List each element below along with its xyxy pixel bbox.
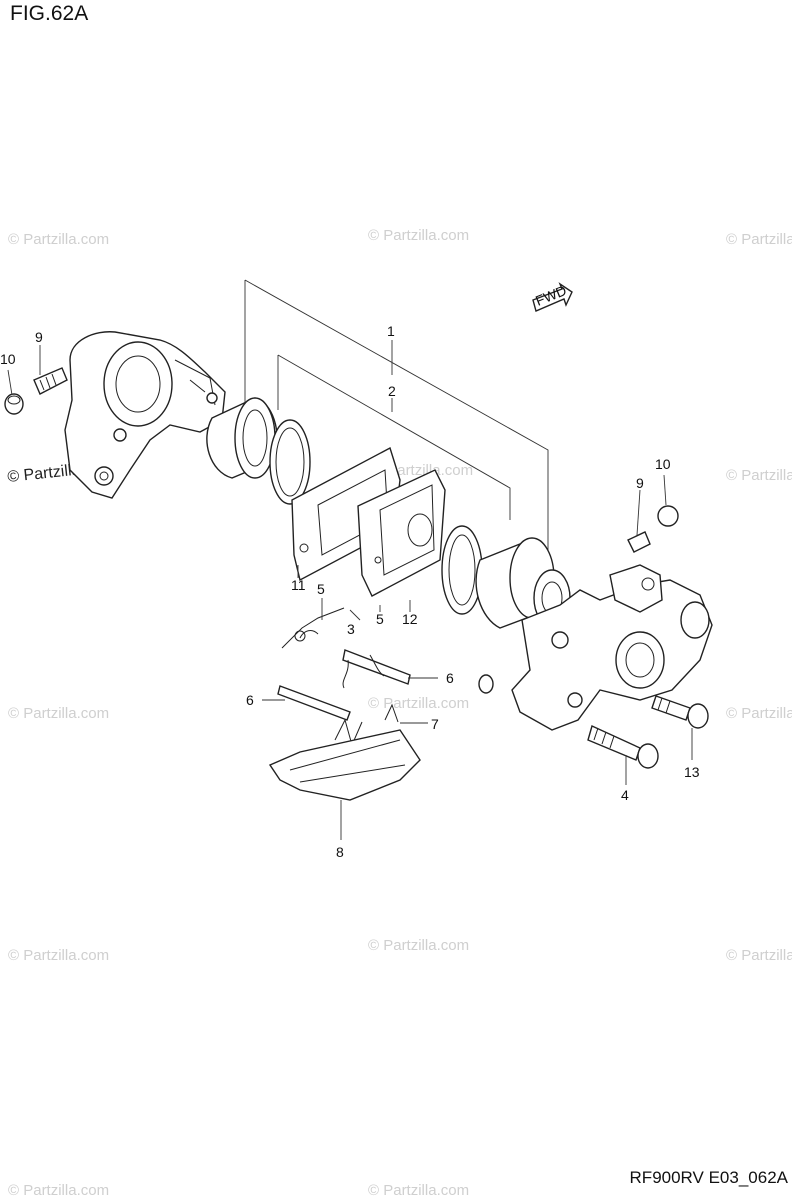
figure-title: FIG.62A	[10, 2, 89, 25]
watermark: © Partzilla.com	[368, 227, 469, 244]
pad-pin-upper	[342, 649, 411, 689]
assembly-bracket	[244, 279, 549, 570]
callout-3: 3	[347, 621, 355, 637]
bleeder-screw-right	[627, 531, 651, 553]
pad-clip	[334, 703, 399, 747]
callout-7: 7	[431, 716, 439, 732]
callout-12: 12	[402, 611, 418, 627]
piston-seal-left	[269, 419, 311, 505]
callout-11: 11	[291, 577, 306, 593]
watermark: © Partzilla.com	[8, 947, 109, 964]
callout-2: 2	[388, 383, 396, 399]
drawing-code: RF900RV E03_062A	[629, 1168, 788, 1187]
piston-left	[206, 397, 278, 479]
bleeder-screw-left	[33, 367, 68, 395]
watermark: © Partzilla.com	[8, 1182, 109, 1199]
callout-5: 5	[317, 581, 325, 597]
piston-seal-right	[441, 525, 483, 615]
caliper-bolt-lower	[587, 725, 659, 769]
callout-9: 9	[636, 475, 644, 491]
watermark: © Partzilla.com	[726, 231, 792, 248]
callout-labels: 1 2 3 4 5 5 6 6 7 8 9 9 10 10 11 12 13	[0, 323, 700, 860]
callout-4: 4	[621, 787, 629, 803]
caliper-outer-half	[64, 331, 226, 499]
callout-9: 9	[35, 329, 43, 345]
pad-spring	[281, 607, 345, 649]
callout-10: 10	[0, 351, 16, 367]
watermark: © Partzilla.com	[726, 705, 792, 722]
washer	[478, 674, 494, 694]
leader-lines	[7, 345, 693, 840]
watermark: © Partzilla.com	[8, 705, 109, 722]
watermark: © Partzilla.com	[726, 467, 792, 484]
caliper-bolt-upper	[651, 695, 709, 729]
watermark: © Partzilla.com	[726, 947, 792, 964]
bleeder-cap-left	[4, 393, 24, 415]
brake-pad-inner	[357, 469, 446, 597]
callout-5: 5	[376, 611, 384, 627]
callout-6: 6	[446, 670, 454, 686]
bleeder-cap-right	[657, 505, 679, 527]
forward-arrow-icon: FWD	[532, 282, 573, 312]
callout-6: 6	[246, 692, 254, 708]
callout-13: 13	[684, 764, 700, 780]
caliper-inner-half	[511, 564, 713, 731]
watermark-layer: © Partzilla.com © Partzilla.com © Partzi…	[7, 227, 792, 1199]
callout-8: 8	[336, 844, 344, 860]
callout-10: 10	[655, 456, 671, 472]
watermark: © Partzilla.com	[368, 937, 469, 954]
watermark: © Partzilla.com	[368, 1182, 469, 1199]
pad-retainer-plate	[268, 729, 421, 801]
callout-1: 1	[387, 323, 395, 339]
watermark: © Partzilla.com	[368, 695, 469, 712]
pad-pin-lower	[277, 685, 351, 721]
watermark: © Partzilla.com	[8, 231, 109, 248]
